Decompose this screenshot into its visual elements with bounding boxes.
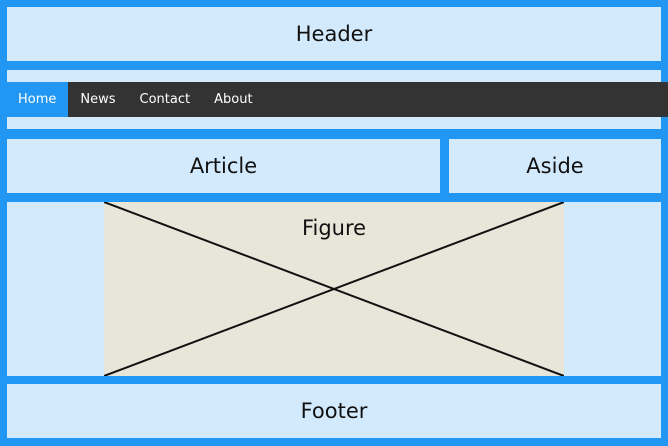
article-label: Article <box>189 154 258 178</box>
article-region: Article <box>7 139 440 193</box>
figure-region: Figure <box>7 202 661 376</box>
nav-link-about[interactable]: About <box>214 92 253 107</box>
nav-region: Home News Contact About <box>0 70 668 129</box>
nav-link-home[interactable]: Home <box>0 82 69 117</box>
nav-link-news[interactable]: News <box>80 92 116 107</box>
aside-label: Aside <box>526 154 584 178</box>
placeholder-cross-icon <box>104 202 564 376</box>
header-region: Header <box>7 7 661 61</box>
footer-region: Footer <box>7 384 661 438</box>
nav-link-contact[interactable]: Contact <box>139 92 191 107</box>
navbar: Home News Contact About <box>0 82 668 117</box>
footer-label: Footer <box>300 399 368 423</box>
figure-label: Figure <box>301 216 367 240</box>
header-label: Header <box>295 22 373 46</box>
figure-placeholder-image: Figure <box>104 202 564 376</box>
aside-region: Aside <box>449 139 661 193</box>
